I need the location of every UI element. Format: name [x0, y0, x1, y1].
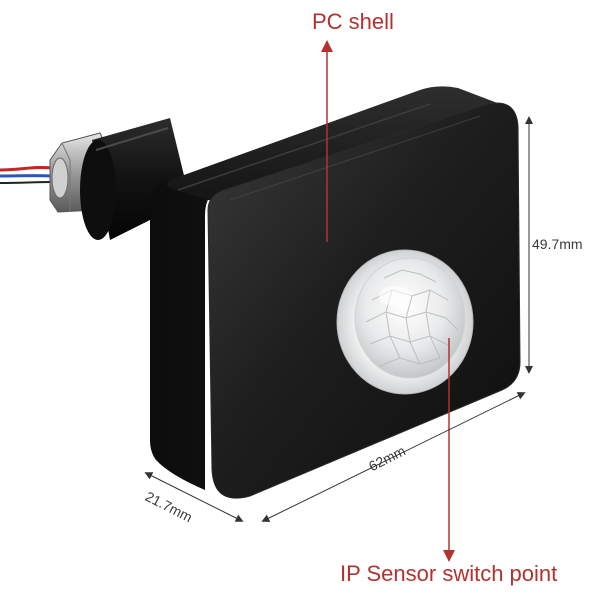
pir-lens [336, 249, 474, 395]
sensor-switch-point-label: IP Sensor switch point [340, 561, 558, 586]
pc-shell-label: PC shell [312, 9, 394, 34]
height-dimension-label: 49.7mm [532, 236, 583, 252]
depth-dimension-line [144, 472, 244, 522]
width-dimension-line [261, 392, 526, 522]
cable-wires [0, 165, 53, 184]
